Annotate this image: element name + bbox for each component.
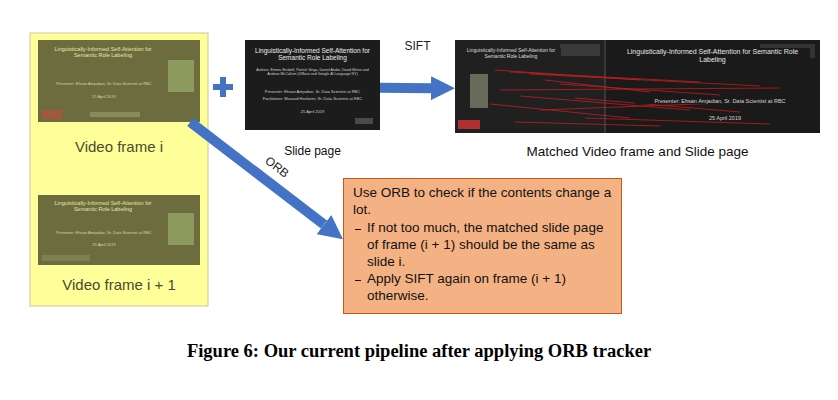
slide-text: Linguistically-Informed Self-Attention f… — [615, 48, 810, 64]
edge-label: SIFT — [405, 39, 431, 53]
video-frame: Video frame iLinguistically-Informed Sel… — [38, 40, 200, 122]
bullet-item: If not too much, the matched slide page … — [353, 220, 612, 271]
slide-text: Presenter: Ehsan Amjadian, Sr. Data Scie… — [48, 231, 160, 236]
highlight-panel — [30, 33, 208, 306]
speaker-image — [168, 213, 194, 245]
bullet-text: Apply SIFT again on frame (i + 1) otherw… — [367, 271, 612, 305]
bullet-dash — [355, 280, 361, 281]
plus-sign — [220, 77, 226, 97]
slide-page: Slide pageLinguistically-Informed Self-A… — [245, 40, 380, 130]
player-logo — [458, 120, 480, 129]
logo — [355, 118, 373, 124]
video-frame: Video frame i + 1Linguistically-Informed… — [38, 195, 200, 265]
speaker-image — [168, 60, 194, 92]
block-arrow — [190, 122, 324, 225]
image-caption: Video frame i + 1 — [18, 276, 220, 293]
bullet-text: If not too much, the matched slide page … — [367, 220, 612, 271]
note-text: Use ORB to check if the contents change … — [353, 185, 612, 219]
block-arrow — [380, 83, 431, 93]
image-caption: Matched Video frame and Slide page — [435, 144, 838, 159]
note-line: Use ORB to check if the contents change … — [353, 185, 612, 219]
slide-text: Presenter: Ehsan Amjadian, Sr. Data Scie… — [635, 98, 805, 104]
player-bar — [42, 255, 90, 261]
slide-text: Presenter: Ehsan Amjadian, Sr. Data Scie… — [48, 82, 160, 87]
speaker-image — [470, 74, 488, 108]
slide-text: Linguistically-Informed Self-Attention f… — [250, 47, 375, 62]
slide-text: Authors: Emma Strubell, Patrick Verga, D… — [253, 68, 372, 76]
image-caption: Slide page — [225, 144, 400, 158]
slide-text: 25 April 2019 — [78, 243, 130, 248]
slide-text: Facilitators: Masoud Hashemi, Sr. Data S… — [253, 97, 372, 102]
slide-text: Presenter: Ehsan Amjadian, Sr. Data Scie… — [253, 90, 372, 95]
slide-thumbnail — [245, 40, 380, 130]
slide-text: Linguistically-Informed Self-Attention f… — [44, 46, 162, 59]
player-bar — [90, 112, 140, 117]
slide-text: 25 April 2019 — [78, 95, 130, 100]
matched-image: Matched Video frame and Slide pageLingui… — [455, 40, 820, 133]
slide-text: Linguistically-Informed Self-Attention f… — [461, 48, 561, 60]
image-caption: Video frame i — [18, 138, 220, 155]
frame-thumbnail — [455, 40, 605, 133]
frame-thumbnail — [38, 195, 200, 265]
frame-thumbnail — [38, 40, 200, 122]
slide-text: 25 April 2019 — [700, 115, 750, 121]
slide-text: Linguistically-Informed Self-Attention f… — [44, 200, 162, 213]
figure-caption: Figure 6: Our current pipeline after app… — [0, 341, 838, 362]
header-box — [560, 44, 600, 56]
bullet-dash — [355, 229, 361, 230]
player-logo — [42, 110, 62, 119]
note-box: Use ORB to check if the contents change … — [343, 178, 622, 314]
slide-text: 25 April 2019 — [290, 110, 335, 115]
slide-thumbnail — [605, 40, 820, 133]
bullet-item: Apply SIFT again on frame (i + 1) otherw… — [353, 271, 612, 305]
